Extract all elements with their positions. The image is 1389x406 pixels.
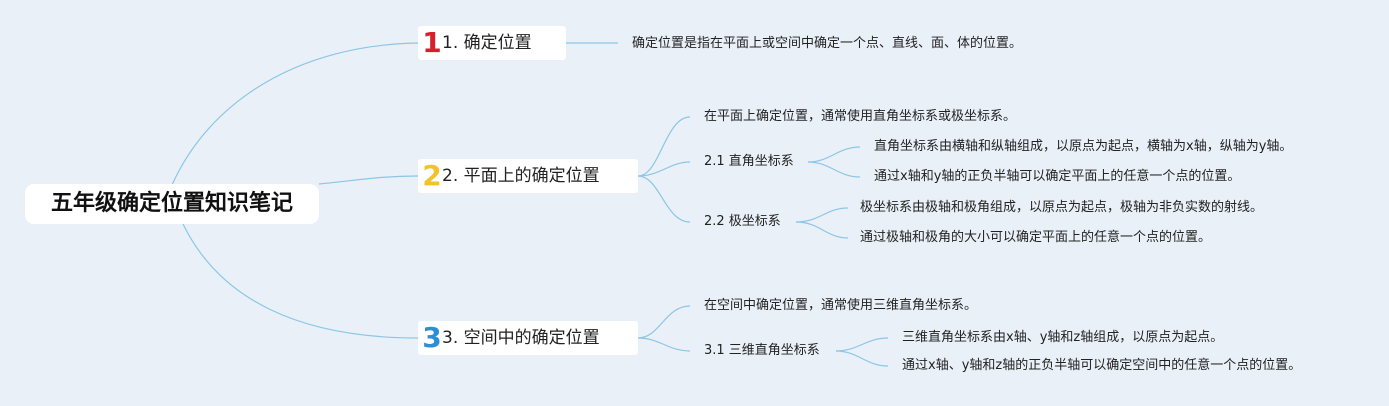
branch-3-intro[interactable]: 在空间中确定位置，通常使用三维直角坐标系。 [704,298,978,313]
branch-1-desc[interactable]: 确定位置是指在平面上或空间中确定一个点、直线、面、体的位置。 [632,36,1023,51]
branch-3[interactable]: 3 3. 空间中的确定位置 [418,321,638,355]
link-sub21-d2 [807,161,861,178]
sub-3-1-detail-2[interactable]: 通过x轴、y轴和z轴的正负半轴可以确定空间中的任意一个点的位置。 [902,358,1302,373]
branch-1-label: 1. 确定位置 [442,33,532,53]
link-sub22-d2 [795,221,849,239]
branch-2-intro[interactable]: 在平面上确定位置，通常使用直角坐标系或极坐标系。 [704,109,1017,124]
link-sub21-d1 [807,146,861,163]
link-branch2-intro [637,116,691,177]
link-root-branch3 [182,223,419,339]
sub-2-2-detail-1[interactable]: 极坐标系由极轴和极角组成，以原点为起点，极轴为非负实数的射线。 [860,200,1264,215]
link-branch3-intro [637,305,691,339]
link-sub31-d2 [835,350,889,367]
link-sub22-d1 [795,207,849,223]
branch-1[interactable]: 1 1. 确定位置 [418,26,566,60]
link-root-branch2 [318,175,419,185]
link-branch2-sub2 [637,175,691,223]
sub-2-1-detail-2[interactable]: 通过x轴和y轴的正负半轴可以确定平面上的任意一个点的位置。 [874,169,1241,184]
branch-2-label: 2. 平面上的确定位置 [442,166,600,186]
link-branch3-sub1 [637,337,691,352]
link-root-branch1 [171,42,419,186]
branch-3-label: 3. 空间中的确定位置 [442,328,600,348]
sub-2-1-detail-1[interactable]: 直角坐标系由横轴和纵轴组成，以原点为起点，横轴为x轴，纵轴为y轴。 [874,139,1293,154]
root-title[interactable]: 五年级确定位置知识笔记 [25,184,319,224]
sub-2-1-label[interactable]: 2.1 直角坐标系 [704,154,794,169]
link-sub31-d1 [835,337,889,352]
sub-2-2-label[interactable]: 2.2 极坐标系 [704,214,781,229]
number-1-icon: 1 [422,26,442,59]
sub-3-1-detail-1[interactable]: 三维直角坐标系由x轴、y轴和z轴组成，以原点为起点。 [902,330,1224,345]
number-3-icon: 3 [422,321,442,354]
number-2-icon: 2 [422,159,442,192]
link-branch2-sub1 [637,161,691,177]
branch-2[interactable]: 2 2. 平面上的确定位置 [418,159,638,193]
sub-3-1-label[interactable]: 3.1 三维直角坐标系 [704,343,820,358]
sub-2-2-detail-2[interactable]: 通过极轴和极角的大小可以确定平面上的任意一个点的位置。 [860,230,1212,245]
